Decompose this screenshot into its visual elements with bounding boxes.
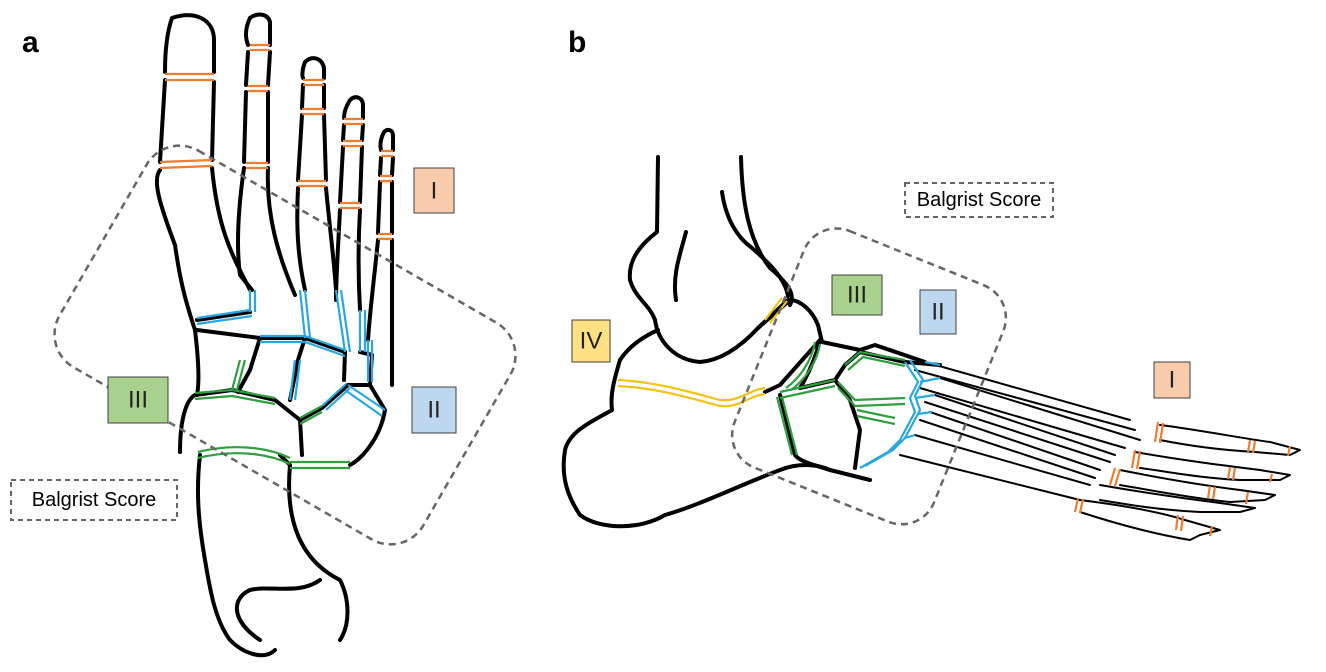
panel-a-letter: a — [22, 26, 39, 59]
grade-ii-label-b: II — [920, 290, 956, 334]
grade-i-label-b: I — [1154, 362, 1190, 398]
grade-iii-label-a: III — [108, 377, 168, 423]
grade-iv-label-text-b: IV — [580, 328, 603, 355]
grade-ii-label-text-a: II — [427, 397, 440, 424]
grade-i-label-text-b: I — [1169, 367, 1176, 394]
grade-i-label-text-a: I — [431, 178, 438, 205]
grade-iv-label-b: IV — [572, 320, 610, 362]
panel-a: a — [11, 15, 529, 656]
grade-i-label-a: I — [414, 168, 454, 213]
panel-b: b — [564, 26, 1300, 540]
grade-iii-joints-dorsal — [195, 360, 350, 468]
balgrist-score-label-a: Balgrist Score — [11, 480, 177, 520]
panel-b-letter: b — [568, 26, 586, 59]
balgrist-score-text-b: Balgrist Score — [917, 189, 1042, 211]
dorsal-foot-bones — [157, 15, 393, 656]
grade-ii-label-text-b: II — [931, 299, 944, 326]
balgrist-score-label-b: Balgrist Score — [905, 183, 1053, 217]
grade-iii-label-b: III — [832, 275, 882, 315]
grade-iii-label-text-a: III — [128, 387, 148, 414]
balgrist-score-text-a: Balgrist Score — [32, 489, 157, 511]
grade-ii-label-a: II — [412, 387, 456, 433]
grade-iii-label-text-b: III — [847, 282, 867, 309]
